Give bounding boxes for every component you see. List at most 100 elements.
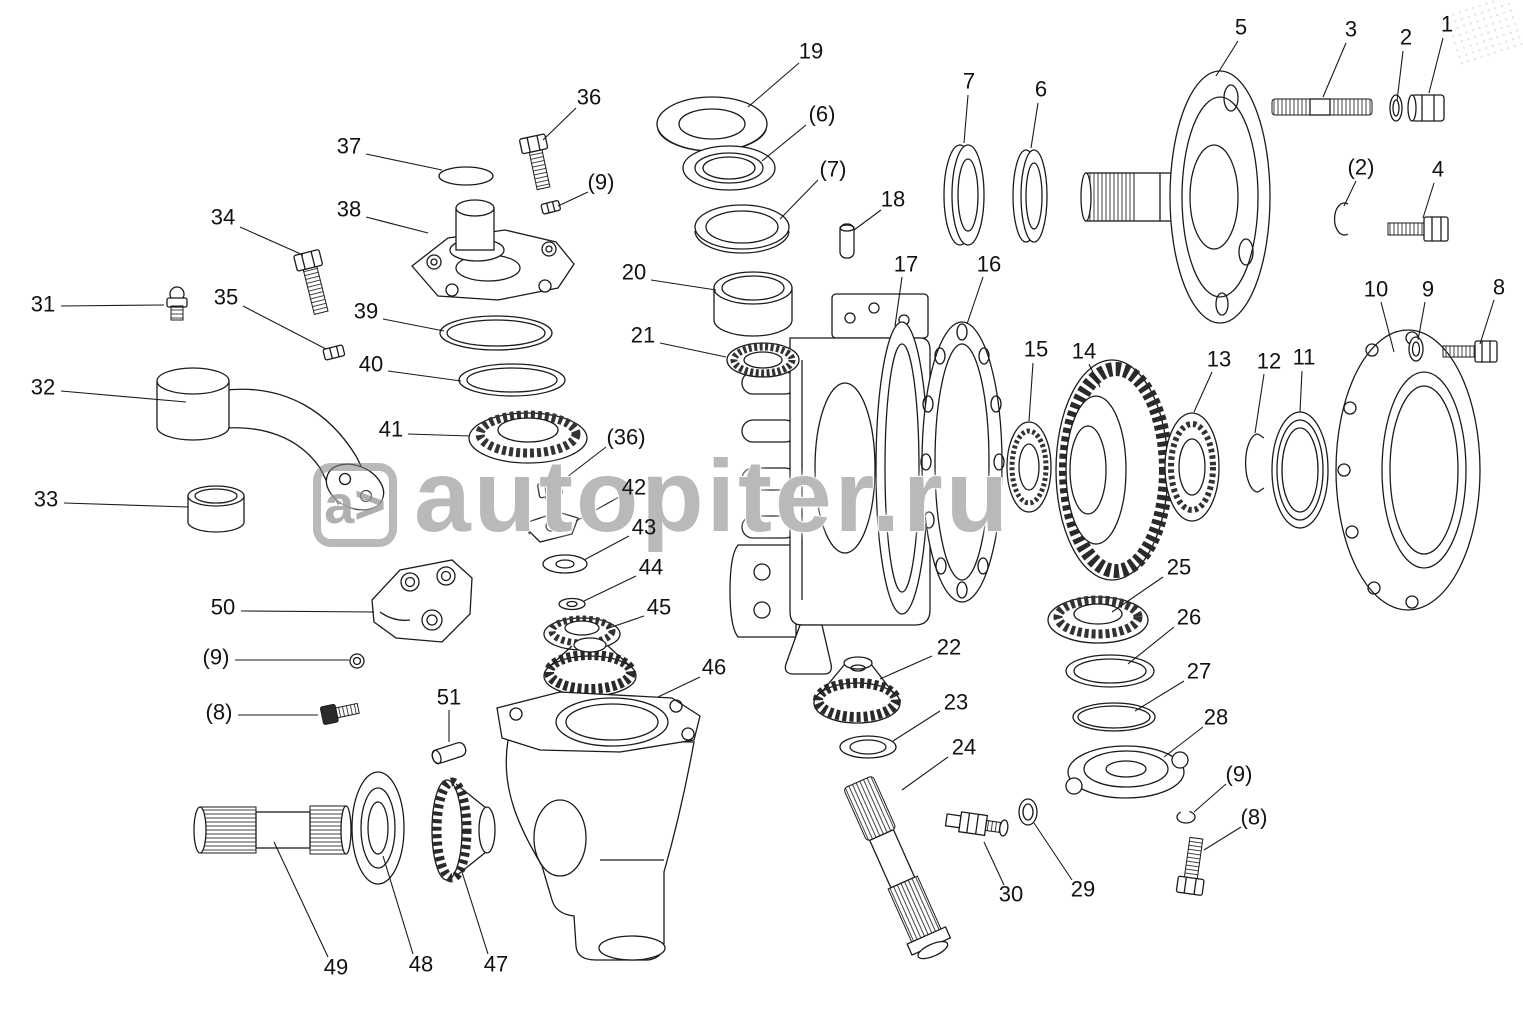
leader-line bbox=[1428, 37, 1444, 94]
leader-line bbox=[761, 124, 807, 162]
part-breather-valve-30 bbox=[944, 811, 1009, 837]
leader-line bbox=[1203, 826, 1242, 851]
leader-line bbox=[963, 94, 969, 144]
part-bracket-50 bbox=[371, 559, 473, 643]
leader-line bbox=[1417, 301, 1426, 341]
leader-line bbox=[1396, 50, 1404, 102]
leader-line bbox=[273, 841, 329, 958]
part-cover-10 bbox=[1335, 329, 1481, 611]
leader-line bbox=[1422, 182, 1435, 219]
part-crown-gear-14 bbox=[1055, 359, 1173, 581]
part-ring-7p bbox=[694, 204, 790, 254]
part-ring-37 bbox=[438, 166, 494, 186]
part-pinion-shaft-24 bbox=[844, 776, 952, 960]
leader-line bbox=[1254, 373, 1265, 434]
part-housing-17 bbox=[729, 293, 931, 675]
leader-line bbox=[1299, 370, 1303, 413]
part-ring-11 bbox=[1271, 411, 1329, 529]
leader-line bbox=[659, 342, 727, 358]
part-bearing-41 bbox=[468, 410, 588, 464]
part-bolt-4 bbox=[1387, 216, 1449, 242]
part-circlip-12 bbox=[1244, 433, 1265, 493]
part-pin-51 bbox=[431, 741, 467, 765]
part-bolt-8p-bottom bbox=[1175, 836, 1205, 896]
leader-line bbox=[382, 855, 414, 955]
part-bevel-gear-47 bbox=[431, 777, 496, 883]
part-bearing-13 bbox=[1164, 412, 1220, 522]
leader-line bbox=[240, 610, 375, 613]
leader-line bbox=[1343, 180, 1357, 207]
leader-line bbox=[1193, 783, 1227, 813]
part-washer-2 bbox=[1389, 94, 1403, 122]
part-seal-6 bbox=[1012, 149, 1048, 243]
part-bearing-15 bbox=[1006, 421, 1052, 513]
part-hub-5 bbox=[1080, 70, 1271, 324]
leader-line bbox=[60, 304, 165, 307]
part-ring-9p-left bbox=[349, 653, 365, 669]
part-bushing-20 bbox=[713, 271, 793, 337]
leader-line bbox=[894, 276, 903, 327]
leader-line bbox=[461, 871, 489, 955]
leader-line bbox=[407, 433, 471, 437]
leader-line bbox=[1322, 42, 1347, 98]
leader-line bbox=[1215, 40, 1239, 77]
leader-line bbox=[557, 191, 589, 207]
leader-line bbox=[901, 756, 949, 791]
part-lock-washer-9p-bottom bbox=[1176, 810, 1196, 824]
leader-line bbox=[63, 502, 189, 508]
leader-line bbox=[853, 209, 882, 231]
part-washer-29 bbox=[1018, 798, 1038, 826]
leader-line bbox=[557, 446, 607, 485]
leader-line bbox=[583, 535, 630, 561]
part-washer-43 bbox=[542, 554, 588, 574]
leader-line bbox=[1127, 626, 1175, 665]
part-axle-shaft-49 bbox=[193, 805, 352, 855]
part-bearing-48 bbox=[351, 771, 405, 885]
leader-line bbox=[650, 279, 717, 291]
leader-line bbox=[779, 179, 819, 220]
part-washer-19 bbox=[656, 96, 768, 152]
part-washer-9 bbox=[1408, 336, 1424, 362]
part-bearing-21 bbox=[726, 342, 800, 378]
leader-line bbox=[365, 153, 443, 171]
leader-lines bbox=[60, 37, 1495, 958]
part-knuckle-housing-46 bbox=[496, 691, 701, 961]
leader-line bbox=[382, 318, 445, 332]
leader-line bbox=[1163, 726, 1204, 758]
leader-line bbox=[747, 62, 800, 108]
part-nut-9p-top bbox=[540, 200, 561, 215]
leader-line bbox=[1030, 102, 1039, 149]
part-ring-26 bbox=[1065, 654, 1155, 688]
leader-line bbox=[242, 305, 327, 350]
part-ring-7 bbox=[943, 144, 985, 246]
part-seal-6p bbox=[682, 145, 776, 191]
part-pin-18 bbox=[839, 223, 855, 259]
leader-line bbox=[1479, 299, 1495, 345]
part-cover-38 bbox=[411, 199, 575, 301]
leader-line bbox=[239, 226, 304, 256]
part-nut-35 bbox=[322, 344, 346, 361]
leader-line bbox=[387, 370, 462, 382]
leader-line bbox=[1380, 301, 1395, 353]
part-cover-28 bbox=[1065, 745, 1189, 799]
part-bolt-8 bbox=[1442, 340, 1498, 363]
part-bevel-gear-22 bbox=[813, 656, 901, 724]
leader-line bbox=[966, 276, 984, 325]
leader-line bbox=[605, 615, 645, 630]
part-bearing-25 bbox=[1047, 595, 1149, 644]
leader-line bbox=[575, 496, 620, 522]
part-bushing-33 bbox=[187, 485, 245, 533]
leader-line bbox=[542, 107, 577, 141]
leader-line bbox=[1033, 822, 1073, 881]
leader-line bbox=[879, 655, 933, 680]
leader-line bbox=[1111, 576, 1164, 613]
part-circlip-2p bbox=[1333, 202, 1349, 236]
leader-line bbox=[1088, 363, 1101, 388]
part-steering-arm-32 bbox=[156, 367, 385, 511]
leader-line bbox=[1193, 371, 1213, 413]
part-ring-23 bbox=[839, 735, 897, 759]
part-bolt-36 bbox=[519, 133, 551, 191]
part-washer-44 bbox=[558, 597, 586, 611]
